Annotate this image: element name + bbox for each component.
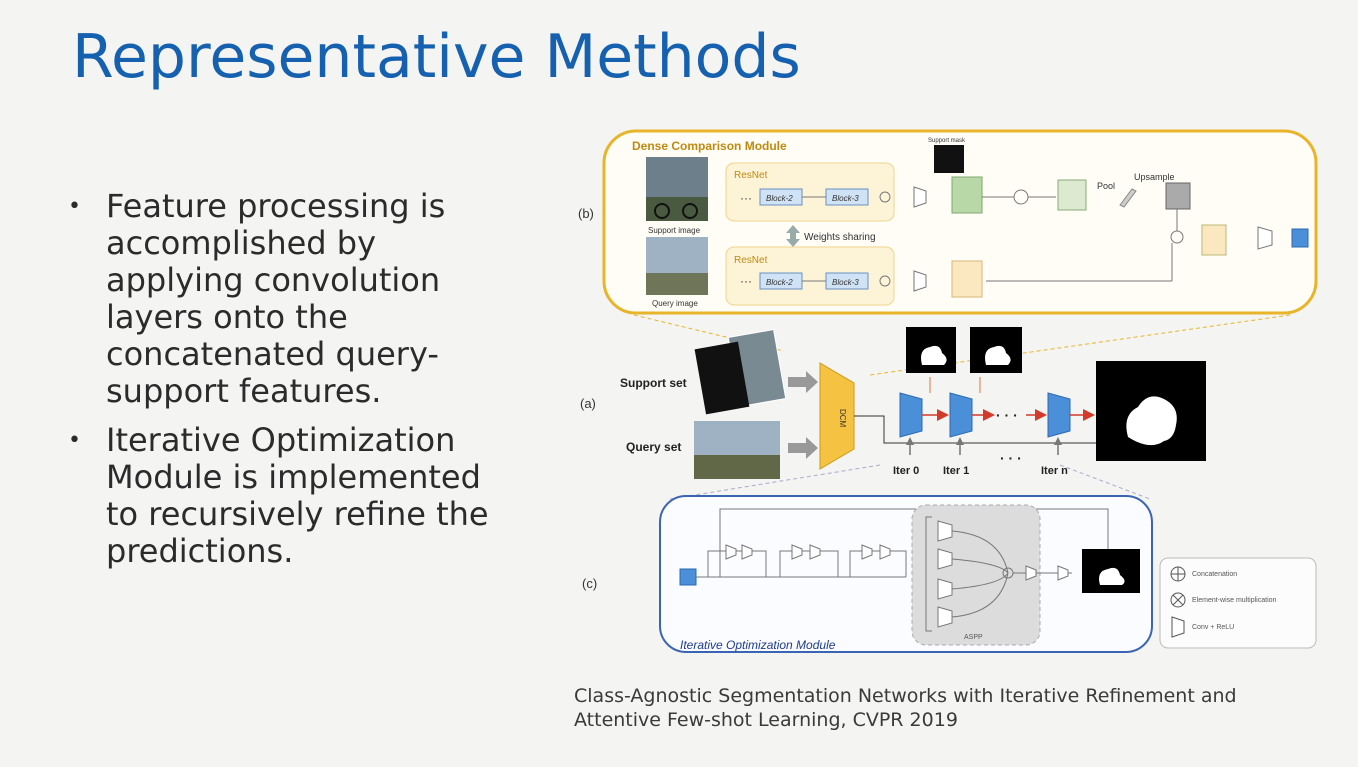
aspp-box	[911, 504, 1041, 646]
iom-block	[1047, 392, 1071, 438]
legend-multiply-label: Element-wise multiplication	[1192, 597, 1277, 604]
bullet-item: • Iterative Optimization Module is implem…	[68, 422, 508, 570]
dcm-label: DCM	[838, 409, 847, 428]
masked-feature	[1057, 179, 1087, 211]
caption-line-1: Class-Agnostic Segmentation Networks wit…	[574, 685, 1237, 707]
zoom-guide	[669, 464, 881, 500]
legend-multiply-icon	[1172, 594, 1184, 606]
mask-blob	[985, 345, 1011, 365]
dots: · · ·	[1000, 450, 1022, 466]
caption-line-2: Attentive Few-shot Learning, CVPR 2019	[574, 709, 958, 731]
conv-trapezoid	[1057, 565, 1069, 581]
aspp-branches	[937, 520, 953, 628]
panel-b-label: (b)	[578, 206, 594, 221]
architecture-figure: Dense Comparison Module (b) Support imag…	[578, 129, 1318, 653]
itern-label: Iter n	[1041, 465, 1068, 477]
iom-block	[899, 392, 923, 438]
upsample-grid	[1165, 182, 1191, 210]
resnet-label: ResNet	[734, 255, 768, 266]
aspp-bracket	[925, 516, 932, 632]
connector	[854, 415, 1160, 444]
iter1-label: Iter 1	[943, 465, 969, 477]
support-image-label: Support image	[648, 226, 701, 235]
query-set-ground	[694, 455, 780, 479]
support-feature	[951, 176, 983, 214]
slide-title: Representative Methods	[72, 22, 801, 92]
block2-label: Block-2	[766, 194, 793, 203]
residual-block	[707, 550, 907, 577]
mask-blob	[921, 345, 947, 365]
support-set-label: Support set	[620, 376, 687, 390]
resnet-label: ResNet	[734, 170, 768, 181]
iter0-label: Iter 0	[893, 465, 919, 477]
ellipsis: ···	[740, 274, 752, 288]
input-arrow	[788, 371, 818, 393]
panel-c-label: (c)	[582, 576, 597, 591]
zoom-guide	[1059, 464, 1151, 500]
conv-trapezoid	[913, 270, 927, 292]
bullet-dot: •	[68, 194, 81, 219]
dcm-block	[819, 362, 855, 470]
bullet-text: Feature processing is accomplished by ap…	[106, 187, 446, 410]
figure-caption: Class-Agnostic Segmentation Networks wit…	[574, 684, 1274, 732]
weights-sharing-arrow	[786, 225, 800, 247]
support-mask-label: Support mask	[928, 138, 966, 144]
legend-box	[1159, 557, 1317, 649]
upsample-label: Upsample	[1134, 172, 1175, 182]
legend-conv-icon	[1171, 616, 1185, 638]
block3-label: Block-3	[832, 278, 859, 287]
dots: · · ·	[996, 407, 1018, 423]
legend-multiply-icon	[1170, 592, 1186, 608]
connector	[719, 508, 1109, 577]
pool-label: Pool	[1097, 181, 1115, 191]
legend-concat-label: Concatenation	[1192, 571, 1237, 578]
input-arrow	[788, 437, 818, 459]
aspp-curves	[951, 530, 1009, 618]
panel-a-label: (a)	[580, 396, 596, 411]
query-image-label: Query image	[652, 299, 698, 308]
bullet-item: • Feature processing is accomplished by a…	[68, 188, 508, 410]
block2-label: Block-2	[766, 278, 793, 287]
conv-trapezoid	[1025, 565, 1037, 581]
concat-feature	[1201, 224, 1227, 256]
resnet-box-query	[725, 246, 895, 306]
iom-block	[949, 392, 973, 438]
bullet-dot: •	[68, 428, 81, 453]
conv-pairs	[725, 544, 891, 560]
aspp-label: ASPP	[964, 634, 983, 641]
block3-label: Block-3	[832, 194, 859, 203]
pool-shape	[1119, 188, 1137, 208]
mask-blob	[1099, 567, 1125, 585]
iom-panel-title: Iterative Optimization Module	[680, 638, 836, 652]
weights-sharing-label: Weights sharing	[804, 232, 876, 243]
support-image-wheel	[682, 203, 698, 219]
support-image-wheel	[654, 203, 670, 219]
resnet-box-support	[725, 162, 895, 222]
final-mask-blob	[1126, 396, 1177, 446]
support-mask-thumb	[934, 145, 964, 173]
dcm-panel-title: Dense Comparison Module	[632, 139, 787, 153]
support-set-mask	[694, 341, 750, 415]
iom-input-cube	[679, 568, 697, 586]
query-feature	[951, 260, 983, 298]
concat-symbol	[879, 275, 891, 287]
concat-symbol	[879, 191, 891, 203]
legend-conv-label: Conv + ReLU	[1192, 624, 1234, 631]
query-image-ground	[646, 273, 708, 295]
bullet-list: • Feature processing is accomplished by a…	[68, 188, 508, 582]
dcm-output	[1291, 228, 1309, 248]
conv-trapezoid	[1257, 226, 1273, 250]
ellipsis: ···	[740, 191, 752, 205]
conv-trapezoid	[913, 186, 927, 208]
bullet-text: Iterative Optimization Module is impleme…	[106, 421, 489, 570]
query-set-label: Query set	[626, 440, 681, 454]
